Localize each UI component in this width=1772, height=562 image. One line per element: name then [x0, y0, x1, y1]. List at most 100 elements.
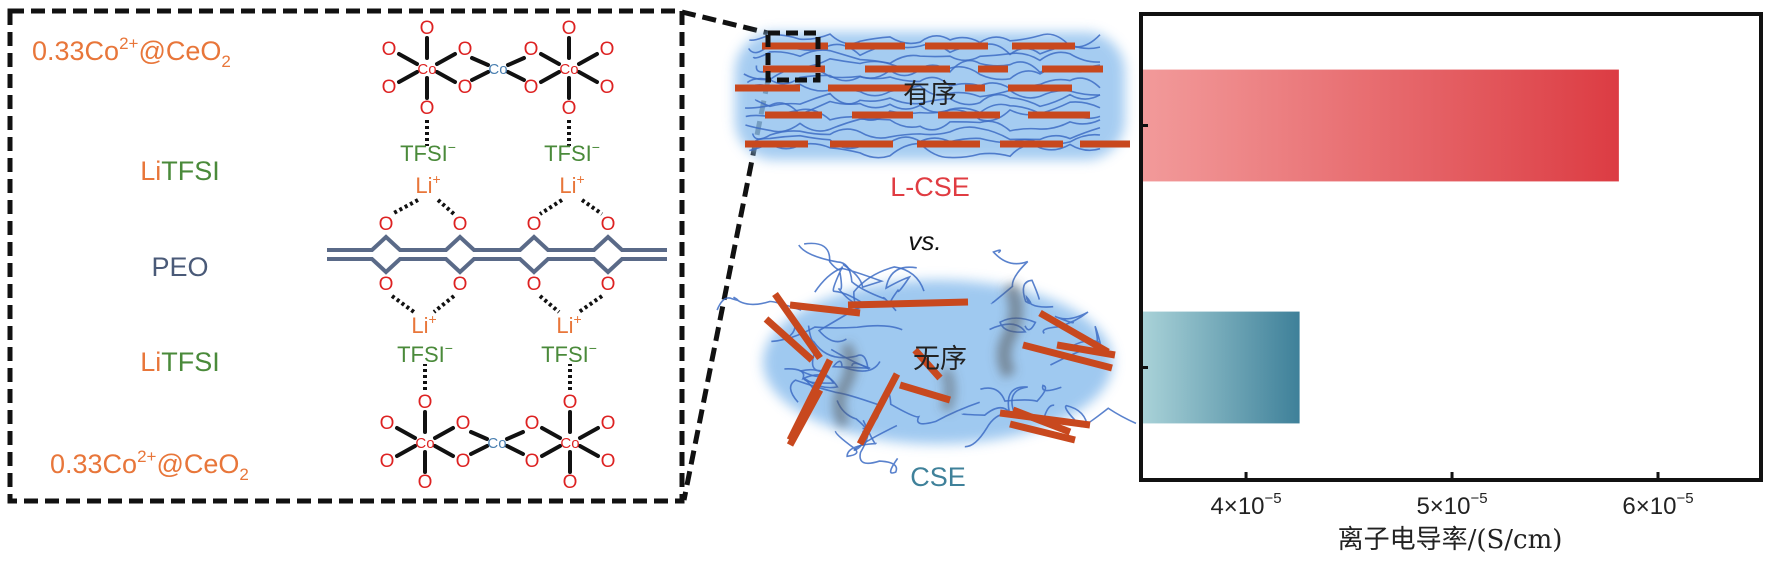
chemical-bond [540, 444, 562, 458]
coordination-bond [577, 294, 604, 314]
chemical-bond [505, 430, 525, 441]
cobalt-atom: Co [488, 61, 507, 78]
lcse-illustration: 有序 [735, 30, 1130, 160]
filler-rod [789, 301, 861, 317]
oxygen-atom: O [379, 214, 394, 235]
polymer-fiber [749, 33, 1101, 48]
lcse-name-label: L-CSE [890, 172, 970, 202]
coordination-bond [390, 294, 416, 314]
filler-rod [912, 347, 943, 381]
oxygen-atom: O [563, 472, 578, 493]
label-litfsi-bottom: LiTFSI [140, 347, 220, 377]
li-text: Li [556, 313, 573, 338]
oxygen-atom: O [382, 77, 397, 98]
polymer-fiber [834, 419, 878, 458]
molecular-structure: OOOOOOCoOOOOOOCoCoOOOOOOCoOOOOOOCoCoTFSI… [327, 18, 667, 493]
oxygen-atom: O [524, 77, 539, 98]
oxygen-atom: O [562, 98, 577, 119]
cobalt-atom: Co [487, 435, 506, 452]
coordination-bond [436, 198, 456, 216]
chemical-bond [506, 70, 526, 82]
oxygen-atom: O [601, 214, 616, 235]
tfsi-part: TFSI [161, 347, 220, 377]
oxygen-atom: O [527, 274, 542, 295]
formula-part: 0.33Co [32, 36, 119, 66]
oxygen-atom: O [563, 392, 578, 413]
charge-superscript: + [573, 311, 581, 327]
chemical-bond [435, 70, 457, 84]
polymer-fiber [885, 387, 980, 425]
label-ceo2-top: 0.33Co2+@CeO2 [32, 34, 231, 71]
filler-rod [1009, 420, 1076, 444]
polymer-fiber [990, 249, 1029, 305]
coordination-bond [580, 198, 604, 216]
formula-superscript: 2+ [137, 447, 156, 466]
polymer-fiber [754, 92, 1101, 108]
polymer-fiber [752, 49, 1101, 65]
oxygen-atom: O [458, 77, 473, 98]
disordered-label: 无序 [913, 344, 967, 375]
filler-rod [1056, 341, 1116, 359]
oxygen-atom: O [600, 77, 615, 98]
chemical-bond [433, 426, 455, 440]
oxygen-atom: O [524, 39, 539, 60]
li-text: Li [411, 313, 428, 338]
filler-rod [786, 358, 834, 442]
tfsi-anion-label: TFSI− [541, 340, 597, 367]
chemical-bond [395, 426, 417, 440]
cobalt-atom: Co [559, 61, 578, 78]
crystalline-smudges [833, 281, 1023, 429]
chemical-bond [397, 70, 419, 84]
formula-subscript: 2 [221, 52, 230, 71]
x-tick-label: 5×10−5 [1416, 490, 1487, 520]
zoom-detail-panel: 0.33Co2+@CeO2 LiTFSI PEO LiTFSI 0.33Co2+… [7, 8, 685, 504]
charge-superscript: + [428, 311, 436, 327]
oxygen-atom: O [420, 98, 435, 119]
formula-part: @CeO [156, 449, 239, 479]
oxygen-atom: O [453, 274, 468, 295]
li-part: Li [140, 156, 161, 186]
tick-exponent: −5 [1676, 490, 1693, 507]
chemical-bond [577, 70, 599, 84]
chemical-bond [577, 52, 599, 66]
chemical-bond [539, 52, 561, 66]
oxygen-atom: O [380, 451, 395, 472]
chemical-bond [540, 426, 562, 440]
bars [1143, 69, 1619, 424]
polymer-fiber [859, 427, 899, 474]
charge-superscript: − [448, 139, 456, 155]
oxygen-atom: O [420, 18, 435, 39]
oxygen-atom: O [601, 413, 616, 434]
vs-label: vs. [908, 226, 941, 256]
chemical-bond [470, 70, 490, 82]
filler-rod [856, 372, 901, 446]
bar-cse [1143, 311, 1300, 424]
label-litfsi-top: LiTFSI [140, 156, 220, 186]
tick-base: 5×10 [1416, 493, 1470, 520]
peo-chain-lower [327, 257, 667, 275]
zoom-box-border [7, 8, 685, 504]
formula-part: @CeO [138, 36, 221, 66]
tfsi-text: TFSI [541, 342, 589, 367]
charge-superscript: + [576, 171, 584, 187]
tick-base: 4×10 [1210, 493, 1264, 520]
chemical-bond [397, 52, 419, 66]
tfsi-part: TFSI [161, 156, 220, 186]
polymer-fiber [1022, 279, 1054, 308]
chemical-bond [470, 56, 490, 67]
tick-base: 6×10 [1622, 493, 1676, 520]
li-cation-label: Li+ [556, 311, 581, 338]
peo-chain-upper [327, 234, 667, 252]
coordination-bond [432, 294, 456, 314]
oxygen-atom: O [380, 413, 395, 434]
tick-exponent: −5 [1471, 490, 1488, 507]
tfsi-text: TFSI [397, 342, 445, 367]
li-part: Li [140, 347, 161, 377]
charge-superscript: − [445, 340, 453, 356]
oxygen-atom: O [601, 274, 616, 295]
tfsi-text: TFSI [400, 141, 448, 166]
coordination-bond [538, 198, 564, 216]
tfsi-text: TFSI [544, 141, 592, 166]
polymer-fiber [745, 118, 1101, 133]
